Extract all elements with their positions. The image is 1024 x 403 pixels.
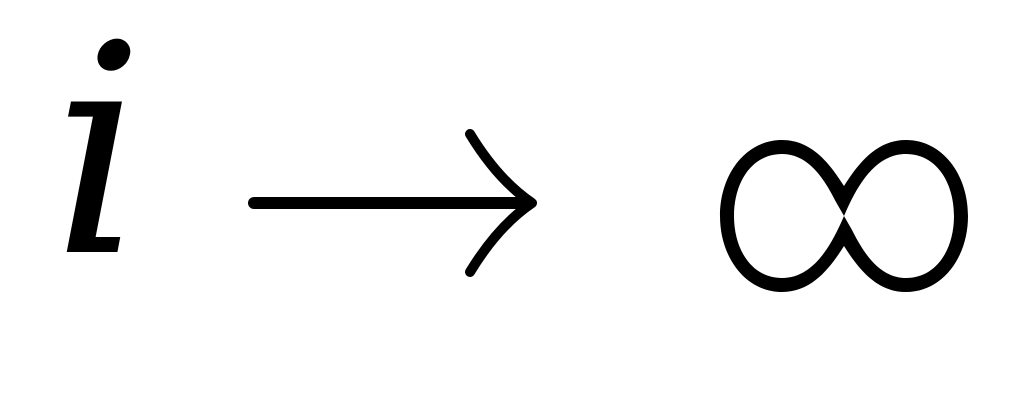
- infinity-symbol: [720, 140, 968, 292]
- right-arrow-icon: [248, 129, 537, 277]
- variable-i: i: [52, 0, 145, 321]
